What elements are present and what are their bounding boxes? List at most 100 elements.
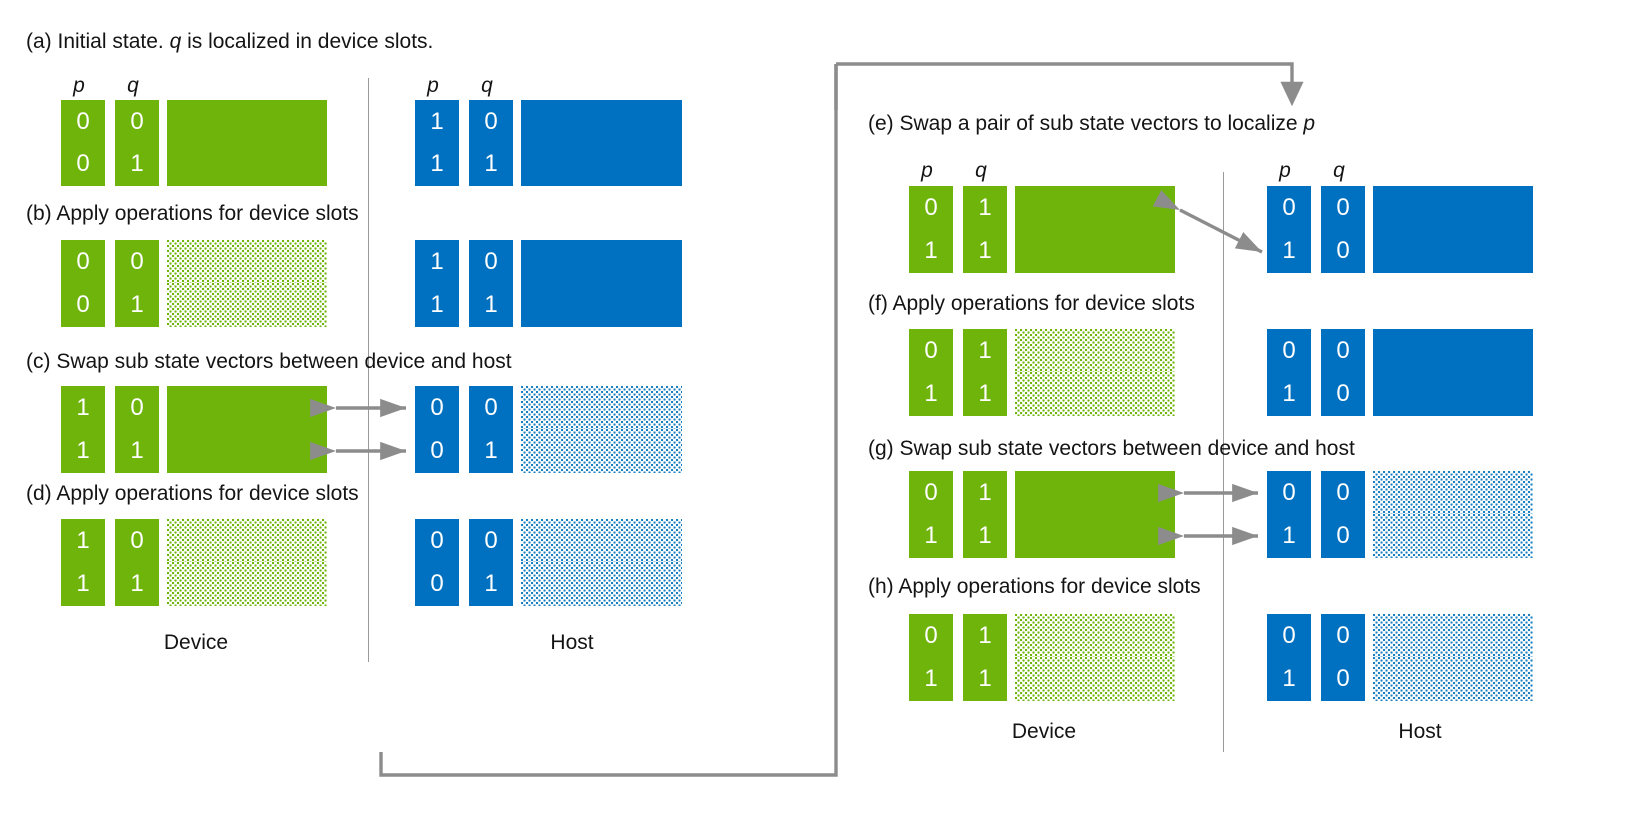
slot-cell-p[interactable]: 0	[909, 186, 953, 230]
state-vector-bar[interactable]	[167, 100, 327, 144]
state-vector-bar-hatched[interactable]	[1015, 614, 1175, 658]
slot-cell-p[interactable]: 1	[415, 283, 459, 327]
slot-cell-q[interactable]: 0	[469, 519, 513, 563]
slot-cell-p[interactable]: 0	[415, 562, 459, 606]
slot-cell-p[interactable]: 0	[415, 519, 459, 563]
slot-cell-q[interactable]: 0	[115, 386, 159, 430]
slot-cell-q[interactable]: 1	[963, 229, 1007, 273]
slot-cell-p[interactable]: 1	[61, 429, 105, 473]
state-vector-bar-hatched[interactable]	[1373, 657, 1533, 701]
slot-cell-q[interactable]: 1	[469, 283, 513, 327]
slot-cell-q[interactable]: 1	[115, 142, 159, 186]
state-vector-bar[interactable]	[1373, 229, 1533, 273]
state-vector-bar[interactable]	[1015, 514, 1175, 558]
slot-cell-p[interactable]: 0	[61, 142, 105, 186]
slot-cell-q[interactable]: 1	[115, 429, 159, 473]
slot-cell-p[interactable]: 0	[1267, 329, 1311, 373]
slot-cell-p[interactable]: 1	[909, 657, 953, 701]
slot-cell-p[interactable]: 0	[1267, 614, 1311, 658]
state-vector-bar[interactable]	[1373, 329, 1533, 373]
state-vector-bar-hatched[interactable]	[167, 562, 327, 606]
slot-cell-q[interactable]: 1	[963, 329, 1007, 373]
flow-connector-top	[834, 62, 1304, 110]
slot-cell-p[interactable]: 1	[1267, 229, 1311, 273]
state-vector-bar-hatched[interactable]	[521, 386, 682, 430]
slot-cell-q[interactable]: 1	[469, 562, 513, 606]
state-vector-bar-hatched[interactable]	[521, 519, 682, 563]
state-vector-bar-hatched[interactable]	[167, 519, 327, 563]
state-vector-bar-hatched[interactable]	[1373, 614, 1533, 658]
state-vector-bar-hatched[interactable]	[521, 562, 682, 606]
slot-cell-p[interactable]: 1	[909, 372, 953, 416]
slot-cell-p[interactable]: 1	[61, 386, 105, 430]
slot-cell-p[interactable]: 1	[1267, 514, 1311, 558]
slot-cell-q[interactable]: 0	[1321, 372, 1365, 416]
slot-cell-p[interactable]: 1	[909, 229, 953, 273]
slot-cell-q[interactable]: 0	[1321, 657, 1365, 701]
slot-cell-q[interactable]: 0	[115, 100, 159, 144]
state-vector-bar-hatched[interactable]	[167, 283, 327, 327]
slot-cell-q[interactable]: 0	[1321, 229, 1365, 273]
state-vector-bar-hatched[interactable]	[167, 240, 327, 284]
slot-cell-p[interactable]: 0	[61, 240, 105, 284]
slot-cell-q[interactable]: 1	[963, 471, 1007, 515]
slot-cell-p[interactable]: 1	[415, 100, 459, 144]
slot-cell-q[interactable]: 0	[115, 519, 159, 563]
slot-cell-q[interactable]: 0	[469, 100, 513, 144]
state-vector-bar[interactable]	[1015, 186, 1175, 230]
slot-cell-q[interactable]: 1	[963, 372, 1007, 416]
column-header-p-e-device: p	[921, 159, 933, 182]
state-vector-bar[interactable]	[521, 283, 682, 327]
slot-cell-p[interactable]: 1	[61, 519, 105, 563]
slot-cell-p[interactable]: 0	[61, 100, 105, 144]
slot-cell-p[interactable]: 0	[1267, 471, 1311, 515]
state-vector-bar-hatched[interactable]	[521, 429, 682, 473]
slot-cell-p[interactable]: 0	[909, 471, 953, 515]
slot-cell-p[interactable]: 0	[909, 614, 953, 658]
slot-cell-q[interactable]: 1	[963, 514, 1007, 558]
state-vector-bar-hatched[interactable]	[1373, 471, 1533, 515]
slot-cell-q[interactable]: 1	[963, 657, 1007, 701]
state-vector-bar[interactable]	[1373, 372, 1533, 416]
slot-cell-p[interactable]: 1	[1267, 372, 1311, 416]
slot-cell-p[interactable]: 0	[415, 429, 459, 473]
state-vector-bar-hatched[interactable]	[1015, 372, 1175, 416]
slot-cell-p[interactable]: 1	[415, 142, 459, 186]
slot-cell-p[interactable]: 0	[415, 386, 459, 430]
slot-cell-q[interactable]: 0	[1321, 186, 1365, 230]
state-vector-bar[interactable]	[521, 100, 682, 144]
state-vector-bar[interactable]	[167, 386, 327, 430]
state-vector-bar-hatched[interactable]	[1373, 514, 1533, 558]
state-vector-bar[interactable]	[521, 142, 682, 186]
slot-cell-q[interactable]: 1	[115, 562, 159, 606]
slot-cell-p[interactable]: 1	[61, 562, 105, 606]
slot-cell-p[interactable]: 0	[61, 283, 105, 327]
slot-cell-q[interactable]: 0	[1321, 329, 1365, 373]
state-vector-bar[interactable]	[1015, 471, 1175, 515]
slot-cell-p[interactable]: 1	[909, 514, 953, 558]
state-vector-bar[interactable]	[1015, 229, 1175, 273]
slot-cell-p[interactable]: 0	[909, 329, 953, 373]
state-vector-bar[interactable]	[167, 429, 327, 473]
slot-cell-p[interactable]: 1	[415, 240, 459, 284]
state-vector-bar-hatched[interactable]	[1015, 657, 1175, 701]
slot-cell-q[interactable]: 1	[963, 614, 1007, 658]
state-vector-bar[interactable]	[1373, 186, 1533, 230]
column-header-q-a-host: q	[481, 74, 493, 97]
state-vector-bar[interactable]	[521, 240, 682, 284]
slot-cell-q[interactable]: 1	[469, 429, 513, 473]
slot-cell-q[interactable]: 1	[469, 142, 513, 186]
slot-cell-p[interactable]: 0	[1267, 186, 1311, 230]
state-vector-bar-hatched[interactable]	[1015, 329, 1175, 373]
slot-cell-p[interactable]: 1	[1267, 657, 1311, 701]
slot-cell-q[interactable]: 1	[963, 186, 1007, 230]
slot-cell-q[interactable]: 0	[1321, 471, 1365, 515]
slot-cell-q[interactable]: 0	[469, 386, 513, 430]
slot-cell-q[interactable]: 0	[469, 240, 513, 284]
slot-cell-q[interactable]: 0	[115, 240, 159, 284]
state-vector-bar[interactable]	[167, 142, 327, 186]
slot-cell-q[interactable]: 1	[115, 283, 159, 327]
slot-cell-q[interactable]: 0	[1321, 514, 1365, 558]
swap-arrow-group-c	[310, 398, 407, 461]
slot-cell-q[interactable]: 0	[1321, 614, 1365, 658]
